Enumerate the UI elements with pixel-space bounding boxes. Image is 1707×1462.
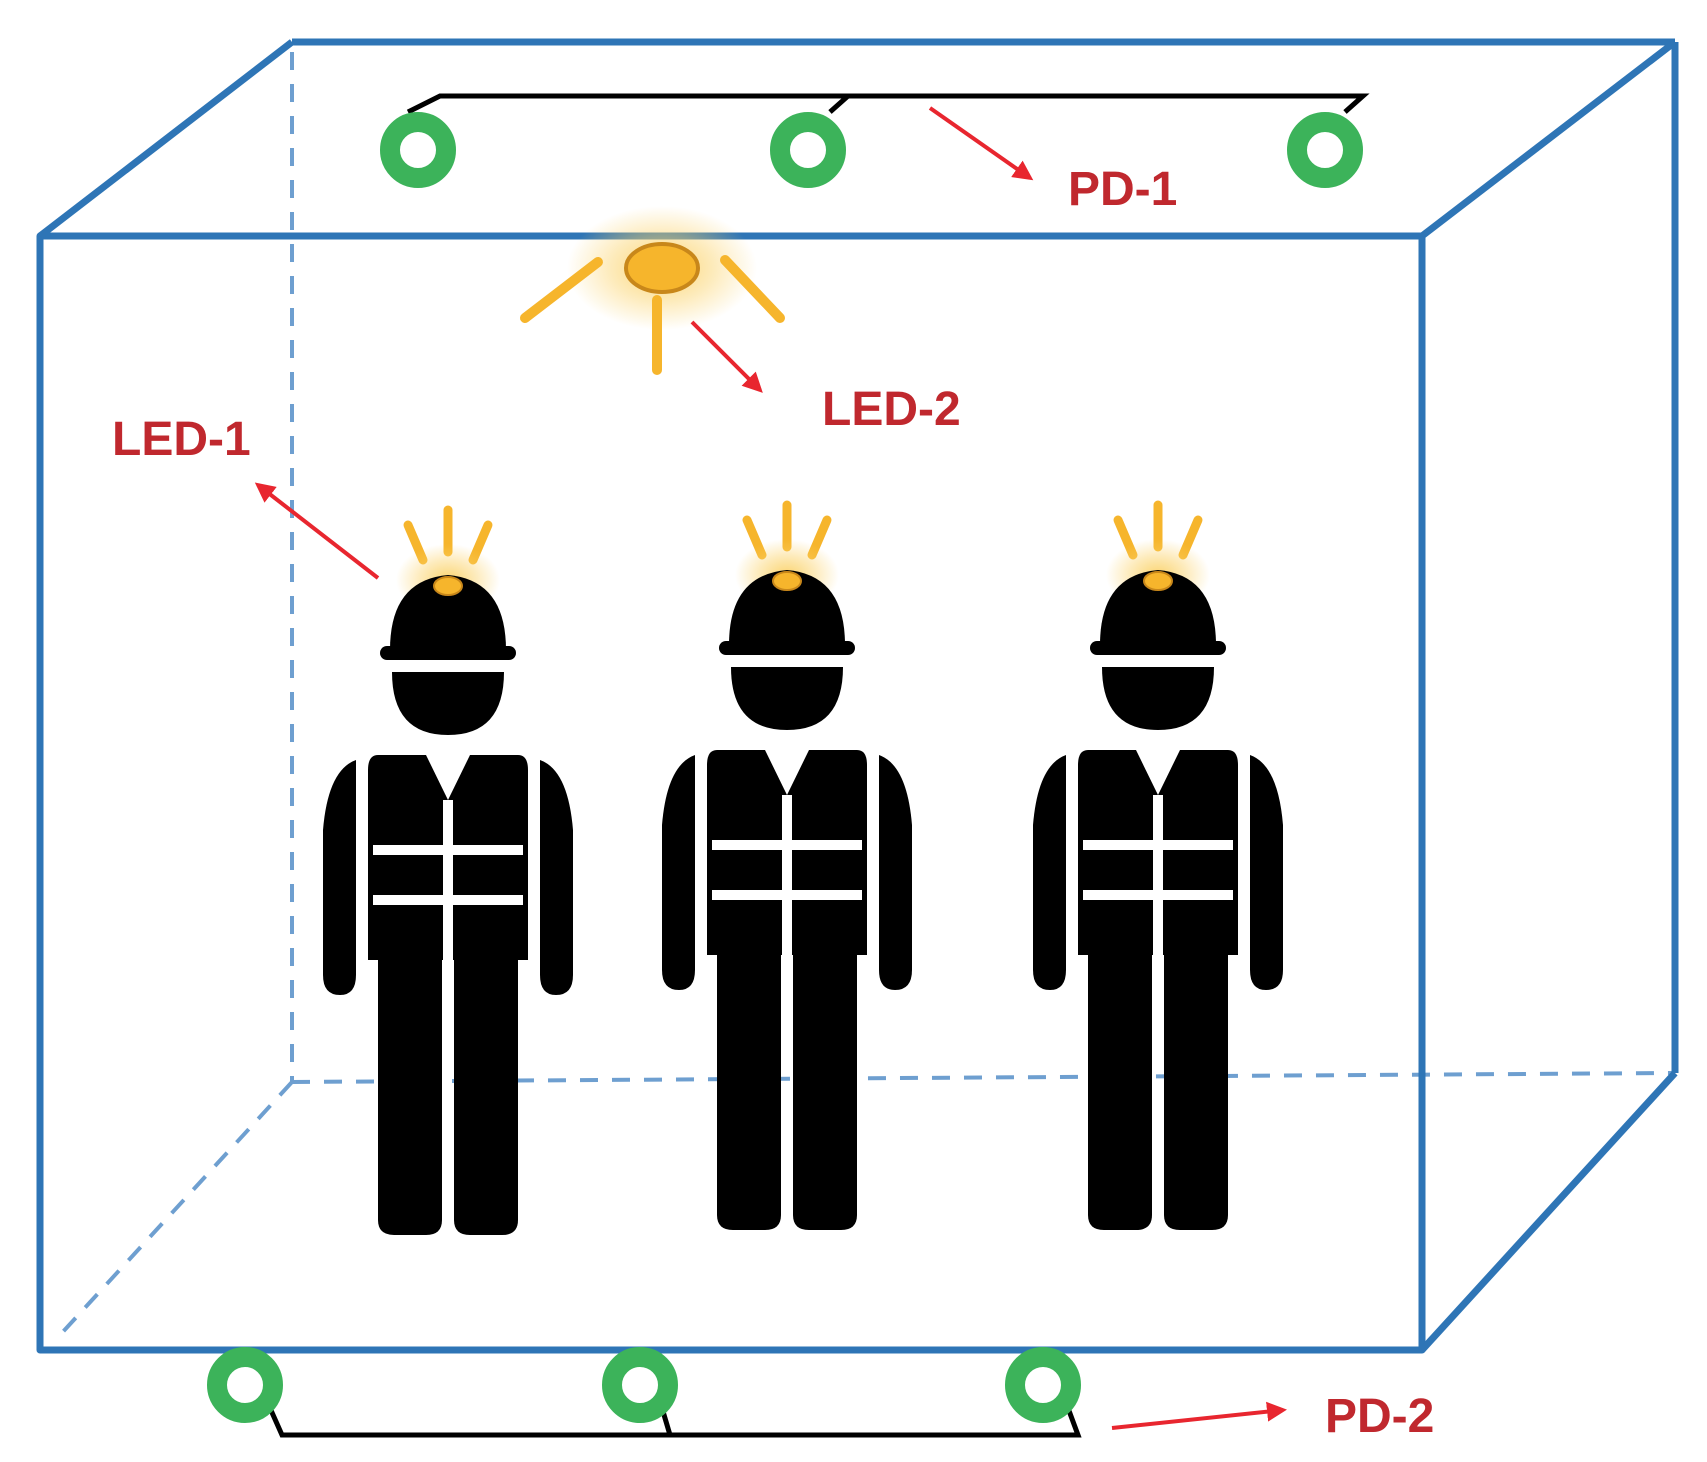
photodiode-ring-icon — [770, 112, 846, 188]
label-arrows — [254, 106, 1287, 1430]
pd1-label: PD-1 — [1068, 163, 1177, 216]
led2-label: LED-2 — [822, 383, 961, 436]
pd2-wire — [267, 1406, 1082, 1438]
pd2-label: PD-2 — [1325, 1390, 1434, 1443]
room-hidden-edges — [58, 52, 1676, 1337]
pd1-arrow — [928, 106, 1034, 181]
photodiode-ring-icon — [602, 1347, 678, 1423]
photodiode-ring-icon — [380, 112, 456, 188]
room-box — [36, 38, 1679, 1354]
pd2-array — [207, 1347, 1082, 1438]
led2-arrow — [690, 320, 763, 393]
pd2-arrow — [1111, 1401, 1287, 1430]
ceiling-lamp-icon — [520, 206, 785, 375]
photodiode-ring-icon — [1287, 112, 1363, 188]
led1-label: LED-1 — [112, 413, 251, 466]
worker-icon-2 — [662, 505, 912, 1230]
worker-icon-3 — [1033, 505, 1283, 1230]
photodiode-ring-icon — [1005, 1347, 1081, 1423]
pd1-wire — [406, 93, 1370, 115]
pd1-array — [380, 93, 1370, 188]
led1-arrow — [254, 482, 380, 580]
photodiode-ring-icon — [207, 1347, 283, 1423]
worker-icon-1 — [323, 510, 573, 1235]
